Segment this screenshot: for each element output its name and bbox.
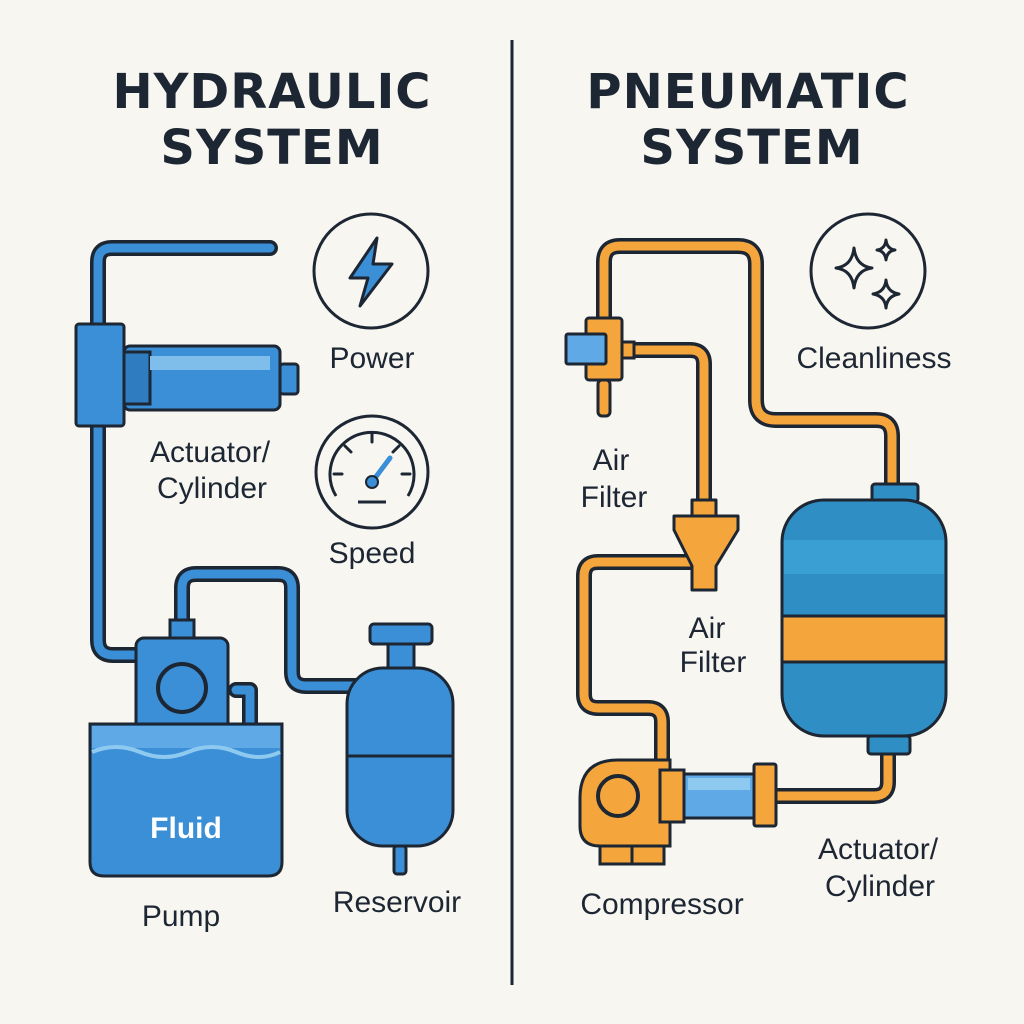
pneumatic-air-tank <box>780 482 948 756</box>
hydraulic-actuator-label-line1: Actuator/ <box>150 436 271 469</box>
hydraulic-reservoir <box>345 622 455 876</box>
pump-label: Pump <box>142 900 220 933</box>
hydraulic-title-line1: HYDRAULIC <box>112 64 431 120</box>
hydraulic-actuator-cylinder <box>74 322 300 428</box>
hydraulic-pipes <box>90 240 368 743</box>
pneumatic-title-line1: PNEUMATIC <box>586 64 909 120</box>
sparkle-icon <box>809 212 927 330</box>
power-label: Power <box>329 342 414 375</box>
air-filter-2-label-line1: Air <box>689 612 726 645</box>
hydraulic-title-line2: SYSTEM <box>160 120 383 176</box>
hydraulic-pump <box>134 618 230 740</box>
compressor-label: Compressor <box>580 888 743 921</box>
cleanliness-label: Cleanliness <box>796 342 951 375</box>
pneumatic-pipes <box>576 238 900 804</box>
hydraulic-actuator-label-line2: Cylinder <box>157 472 267 505</box>
air-filter-2 <box>672 498 740 592</box>
hydraulic-section: HYDRAULIC SYSTEM Actuator/ Cylinder <box>74 64 461 933</box>
pneumatic-compressor <box>578 758 672 866</box>
speedometer-icon <box>314 414 430 530</box>
pneumatic-actuator-label-line1: Actuator/ <box>818 833 939 866</box>
speed-label: Speed <box>329 537 416 570</box>
air-filter-2-label-line2: Filter <box>680 646 747 679</box>
air-filter-1 <box>564 316 636 418</box>
air-filter-1-label-line1: Air <box>593 444 630 477</box>
pneumatic-actuator-label-line2: Cylinder <box>825 870 935 903</box>
pneumatic-actuator-cylinder <box>658 762 778 828</box>
hydraulic-fluid-tank <box>88 722 284 878</box>
pneumatic-title-line2: SYSTEM <box>640 120 863 176</box>
pneumatic-section: PNEUMATIC SYSTEM Air Filter Air Fi <box>564 64 952 921</box>
fluid-label: Fluid <box>150 812 222 845</box>
lightning-icon <box>312 212 430 330</box>
reservoir-label: Reservoir <box>333 886 461 919</box>
air-filter-1-label-line2: Filter <box>581 481 648 514</box>
